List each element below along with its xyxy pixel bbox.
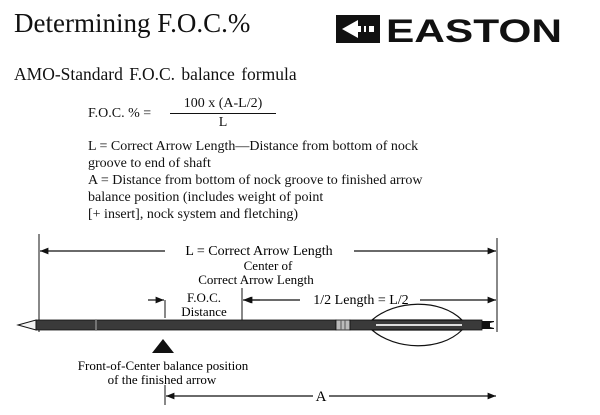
formula-lhs: F.O.C. % =	[88, 106, 152, 121]
definition-line: A = Distance from bottom of nock groove …	[88, 173, 423, 188]
formula-heading: AMO-Standard F.O.C. balance formula	[14, 64, 297, 84]
balance-point-marker	[152, 339, 174, 353]
arrow-point	[16, 319, 37, 331]
brand-name: EASTON	[386, 13, 562, 46]
a-label: A	[316, 389, 327, 405]
definition-line: [+ insert], nock system and fletching)	[88, 207, 299, 222]
easton-logo-graphic: EASTON	[336, 13, 562, 49]
easton-logo: EASTON	[336, 12, 566, 51]
definition-line: groove to end of shaft	[88, 156, 211, 171]
arrow-illustration	[16, 303, 494, 347]
nock	[488, 321, 494, 329]
foc-distance-label-line1: F.O.C.	[187, 290, 221, 305]
center-label-line1: Center of	[244, 258, 293, 273]
fletching-bottom	[370, 329, 464, 347]
formula-fraction: 100 x (A-L/2) L	[170, 96, 276, 131]
arrow-insert-section	[35, 319, 97, 331]
nock-base	[482, 321, 488, 329]
half-length-label: 1/2 Length = L/2	[313, 293, 408, 308]
definitions-block: L = Correct Arrow Length—Distance from b…	[88, 138, 423, 223]
foc-distance-label-line2: Distance	[181, 304, 227, 319]
definition-line: balance position (includes weight of poi…	[88, 190, 324, 205]
balance-label-line1: Front-of-Center balance position	[78, 358, 249, 373]
definition-line: L = Correct Arrow Length—Distance from b…	[88, 139, 419, 154]
center-label-line2: Correct Arrow Length	[198, 272, 314, 287]
formula-denominator: L	[218, 115, 228, 130]
page-title: Determining F.O.C.%	[14, 8, 251, 38]
arrow-shaft	[95, 319, 337, 331]
length-label: L = Correct Arrow Length	[185, 244, 332, 259]
cresting-band	[335, 319, 351, 331]
balance-label-line2: of the finished arrow	[108, 372, 217, 387]
fletching-top	[370, 303, 464, 321]
formula-numerator: 100 x (A-L/2)	[170, 96, 276, 114]
